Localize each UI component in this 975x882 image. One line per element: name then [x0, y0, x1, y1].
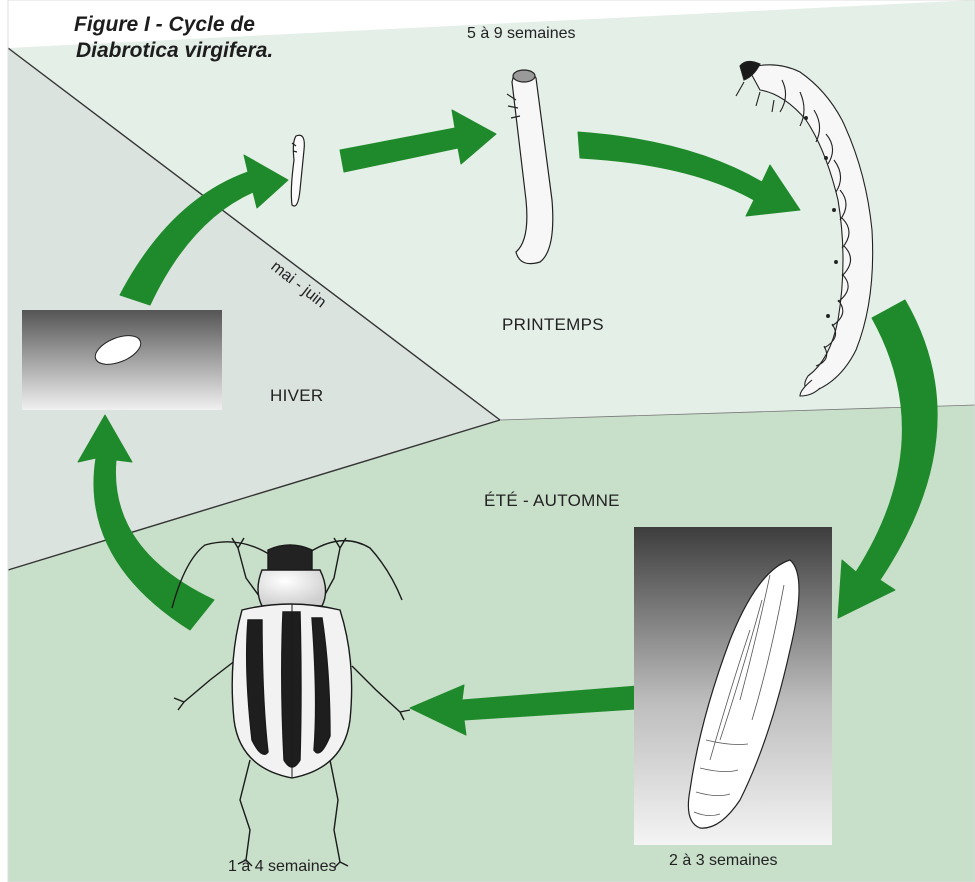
- season-summer-autumn-label: ÉTÉ - AUTOMNE: [484, 491, 620, 511]
- figure-title-line2: Diabrotica virgifera.: [74, 38, 273, 64]
- season-winter-label: HIVER: [270, 386, 323, 406]
- pupa-duration-label: 2 à 3 semaines: [669, 852, 778, 870]
- adult-duration-label: 1 à 4 semaines: [228, 858, 337, 876]
- season-spring-label: PRINTEMPS: [502, 315, 604, 335]
- figure-title-line1: Figure I - Cycle de: [74, 12, 273, 38]
- pupa-illustration: [634, 527, 832, 845]
- larva-duration-label: 5 à 9 semaines: [467, 25, 576, 43]
- egg-illustration: [22, 310, 222, 410]
- figure-title: Figure I - Cycle de Diabrotica virgifera…: [74, 12, 273, 64]
